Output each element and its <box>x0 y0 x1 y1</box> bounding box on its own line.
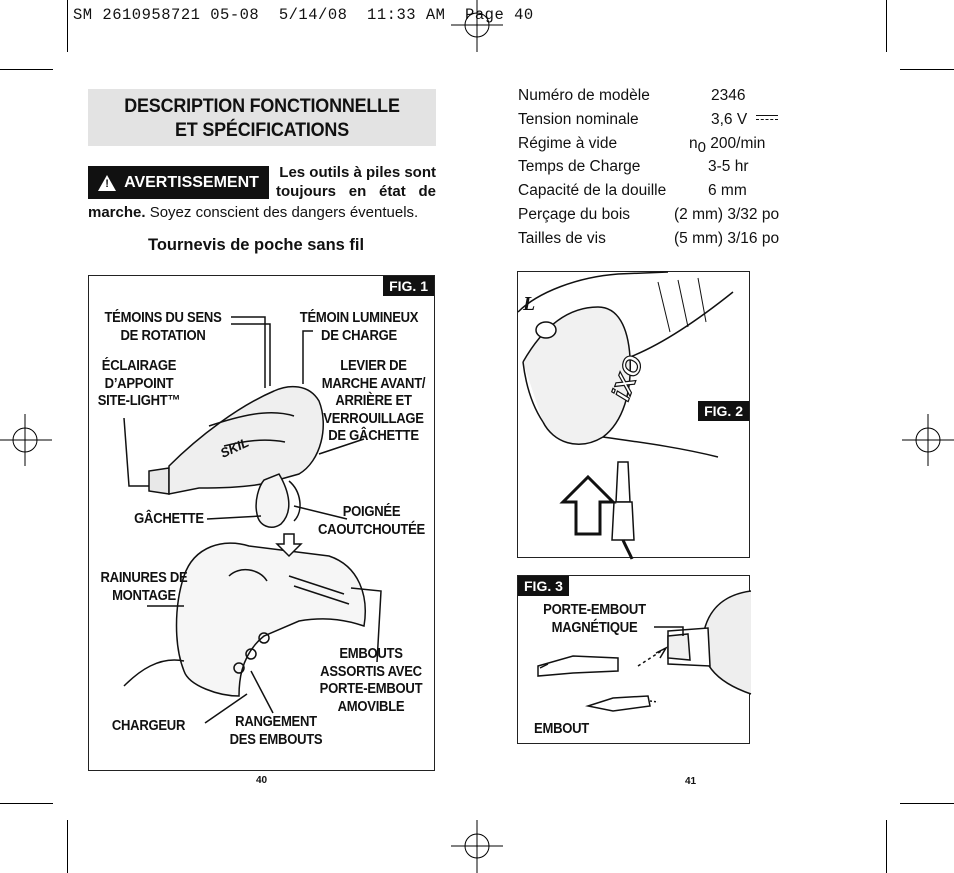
label-eclairage: ÉCLAIRAGE D’APPOINT SITE-LIGHT™ <box>94 358 184 411</box>
dc-symbol-icon <box>756 114 778 120</box>
fig2-tag: FIG. 2 <box>698 401 749 421</box>
spec-value: 3,6 V <box>711 110 748 128</box>
warning-bold-3: marche. <box>88 204 146 221</box>
svg-text:iXO: iXO <box>605 352 649 404</box>
figure-1: FIG. 1 SKIL <box>88 275 435 771</box>
label-rangement-line-1: RANGEMENT <box>235 714 317 730</box>
section-title: DESCRIPTION FONCTIONNELLE ET SPÉCIFICATI… <box>88 89 436 146</box>
spec-value: (2 mm) 3/32 po <box>674 205 780 223</box>
spec-row: Régime à vide n0 200/min <box>518 132 788 156</box>
spec-label: Perçage du bois <box>518 205 631 223</box>
spec-value: 6 mm <box>708 182 747 200</box>
spec-prefix: n <box>689 134 698 152</box>
svg-text:L: L <box>522 293 535 315</box>
label-temoins-line-2: DE ROTATION <box>120 327 206 344</box>
warning-icon: ! <box>98 174 117 191</box>
label-temoin-lumineux-line-2: DE CHARGE <box>321 327 397 344</box>
label-levier-line-1: LEVIER DE <box>340 358 407 374</box>
label-embouts: EMBOUTS ASSORTIS AVEC PORTE-EMBOUT AMOVI… <box>313 646 428 716</box>
warning-bold-2: toujours en état de <box>276 183 436 200</box>
label-temoin-lumineux-line-1: TÉMOIN LUMINEUX <box>299 310 419 326</box>
label-eclairage-line-1: ÉCLAIRAGE <box>101 358 177 374</box>
spec-value: n0 200/min <box>689 132 765 160</box>
label-levier-line-5: DE GÂCHETTE <box>328 428 419 444</box>
spec-label: Régime à vide <box>518 134 618 152</box>
label-levier: LEVIER DE MARCHE AVANT/ ARRIÈRE ET VERRO… <box>317 358 430 446</box>
label-poignee-line-2: CAOUTCHOUTÉE <box>318 521 425 538</box>
figure-3: FIG. 3 PORTE-EMBOUT MAGNÉTIQUE EMBOUT <box>517 575 752 744</box>
label-rainures-line-2: MONTAGE <box>112 587 176 604</box>
fig1-tag: FIG. 1 <box>383 276 434 296</box>
spec-value-text: 200/min <box>710 134 766 152</box>
spec-row: Tension nominale 3,6 V <box>518 108 788 132</box>
title-line-2: ET SPÉCIFICATIONS <box>175 119 349 141</box>
spec-row: Temps de Charge 3-5 hr <box>518 155 788 179</box>
label-temoins: TÉMOINS DU SENS DE ROTATION <box>100 310 226 345</box>
spec-label: Tailles de vis <box>518 229 606 247</box>
label-poignee: POIGNÉE CAOUTCHOUTÉE <box>315 504 428 539</box>
label-eclairage-line-3: SITE-LIGHT™ <box>97 393 181 409</box>
label-rangement-line-2: DES EMBOUTS <box>229 731 323 748</box>
fig3-illustration <box>537 590 752 712</box>
label-levier-line-3: ARRIÈRE ET <box>335 393 412 409</box>
label-temoins-line-1: TÉMOINS DU SENS <box>104 310 222 326</box>
spec-label: Temps de Charge <box>518 158 641 176</box>
label-levier-line-4: VERROUILLAGE <box>323 410 424 427</box>
registration-mark-top <box>451 0 503 52</box>
warning-label: AVERTISSEMENT <box>124 173 259 191</box>
page-number-left: 40 <box>256 775 268 786</box>
label-poignee-line-1: POIGNÉE <box>342 504 401 520</box>
label-embouts-line-1: EMBOUTS <box>339 646 403 662</box>
label-chargeur: CHARGEUR <box>111 718 186 734</box>
label-rangement: RANGEMENT DES EMBOUTS <box>227 714 326 749</box>
fig2-illustration: L iXO <box>517 271 734 560</box>
label-porte-embout: PORTE-EMBOUT MAGNÉTIQUE <box>538 602 651 637</box>
warning-rest: Soyez conscient des dangers éventuels. <box>145 204 419 221</box>
label-eclairage-line-2: D’APPOINT <box>104 375 174 392</box>
spec-row: Numéro de modèle 2346 <box>518 84 788 108</box>
label-embouts-line-4: AMOVIBLE <box>337 698 405 715</box>
spec-row: Capacité de la douille 6 mm <box>518 179 788 203</box>
spec-row: Tailles de vis (5 mm) 3/16 po <box>518 227 788 251</box>
spec-value: (5 mm) 3/16 po <box>674 229 780 247</box>
warning-paragraph: marche. Soyez conscient des dangers éven… <box>88 203 438 222</box>
label-porte-embout-line-1: PORTE-EMBOUT <box>543 602 646 618</box>
spec-subscript: 0 <box>697 138 706 156</box>
label-temoin-lumineux: TÉMOIN LUMINEUX DE CHARGE <box>292 310 427 345</box>
label-rainures: RAINURES DE MONTAGE <box>95 570 194 605</box>
registration-mark-left <box>0 414 52 466</box>
label-levier-line-2: MARCHE AVANT/ <box>321 375 426 392</box>
title-line-1: DESCRIPTION FONCTIONNELLE <box>124 95 400 117</box>
label-embouts-line-2: ASSORTIS AVEC <box>320 663 422 680</box>
registration-mark-bottom <box>451 820 503 873</box>
spec-label: Numéro de modèle <box>518 87 650 104</box>
warning-badge: ! AVERTISSEMENT <box>88 166 269 199</box>
registration-mark-right <box>902 414 954 466</box>
label-rainures-line-1: RAINURES DE <box>100 570 188 586</box>
warning-bold-1: Les outils à piles sont <box>279 164 436 181</box>
fig1-illustration: SKIL <box>123 316 382 724</box>
spec-table: Numéro de modèle 2346 Tension nominale 3… <box>518 84 788 251</box>
subheading: Tournevis de poche sans fil <box>148 236 365 254</box>
label-embouts-line-3: PORTE-EMBOUT <box>319 681 423 697</box>
label-porte-embout-line-2: MAGNÉTIQUE <box>551 619 638 636</box>
spec-label: Tension nominale <box>518 110 639 128</box>
page-number-right: 41 <box>685 776 697 787</box>
label-embout: EMBOUT <box>534 721 589 737</box>
spec-value: 2346 <box>711 87 746 104</box>
spec-label: Capacité de la douille <box>518 182 667 200</box>
spec-value: 3-5 hr <box>708 158 749 176</box>
spec-row: Perçage du bois (2 mm) 3/32 po <box>518 203 788 227</box>
label-gachette: GÂCHETTE <box>134 511 204 527</box>
figure-2: L iXO FIG. 2 <box>517 271 750 560</box>
fig3-tag: FIG. 3 <box>518 576 569 596</box>
